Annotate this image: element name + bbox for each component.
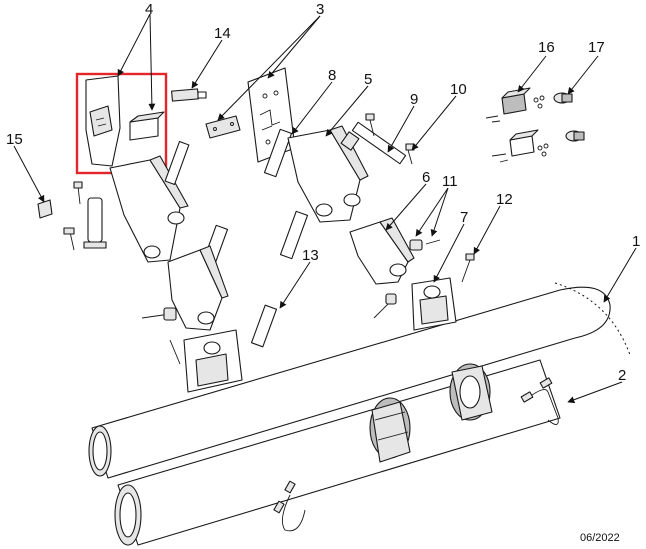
bolt-stack-5: [365, 113, 375, 137]
center-frame-5: [287, 125, 369, 223]
bolt-10: [405, 143, 415, 165]
decal-15: [37, 199, 53, 219]
callout-12: 12: [496, 191, 513, 208]
left-frame-bracket: [109, 155, 189, 263]
switch-kit-16-upper: [485, 87, 545, 123]
callout-13: 13: [302, 247, 319, 264]
callout-3: 3: [316, 1, 324, 18]
lower-left-frame: [167, 245, 229, 331]
callout-10: 10: [450, 81, 467, 98]
callout-15: 15: [6, 131, 23, 148]
callout-11: 11: [442, 173, 458, 190]
tube-clamp-collar-left: [369, 397, 411, 463]
callout-2: 2: [618, 367, 626, 384]
callout-17: 17: [588, 39, 605, 56]
stud-12: [461, 253, 475, 283]
hose-bottom: [273, 480, 306, 532]
right-bolt-7: [373, 293, 397, 319]
right-frame-6: [349, 217, 415, 285]
lower-left-bolt: [141, 307, 181, 365]
main-tube-upper: [88, 286, 611, 479]
callout-16: 16: [538, 39, 555, 56]
right-bushing-11: [409, 239, 441, 251]
callout-9: 9: [410, 91, 418, 108]
callout-5: 5: [364, 71, 372, 88]
callout-1: 1: [632, 233, 640, 250]
tube-clamp-collar-right: [449, 363, 493, 421]
highlighted-bracket-assembly: [75, 72, 168, 175]
callout-8: 8: [328, 67, 336, 84]
left-bolts: [63, 181, 83, 251]
date-stamp: 06/2022: [580, 532, 620, 544]
callout-labels: 4 3 14 8 5 9 10 6 11 7 12 13 1 2 15 16 1…: [6, 1, 640, 384]
center-pin-13: [250, 210, 309, 348]
lower-left-cradle: [183, 329, 243, 393]
left-pin: [164, 141, 190, 185]
hose-right: [520, 377, 559, 425]
main-tube-lower: [114, 359, 561, 546]
valve-fitting: [171, 88, 207, 102]
hydraulic-rod-9: [340, 121, 407, 165]
right-cradle-7: [411, 277, 457, 331]
callout-4: 4: [145, 1, 153, 18]
sensor-17-upper: [553, 92, 573, 104]
callout-14: 14: [214, 25, 231, 42]
center-pin-8: [263, 128, 293, 178]
left-cylinder: [83, 197, 107, 249]
small-bracket-3: [205, 115, 241, 139]
leader-lines: [13, 13, 637, 404]
tube-outline-dashed: [554, 282, 631, 356]
callout-7: 7: [460, 209, 468, 226]
callout-6: 6: [422, 169, 430, 186]
sensor-17-lower: [565, 130, 585, 142]
switch-kit-16-lower: [491, 129, 549, 163]
